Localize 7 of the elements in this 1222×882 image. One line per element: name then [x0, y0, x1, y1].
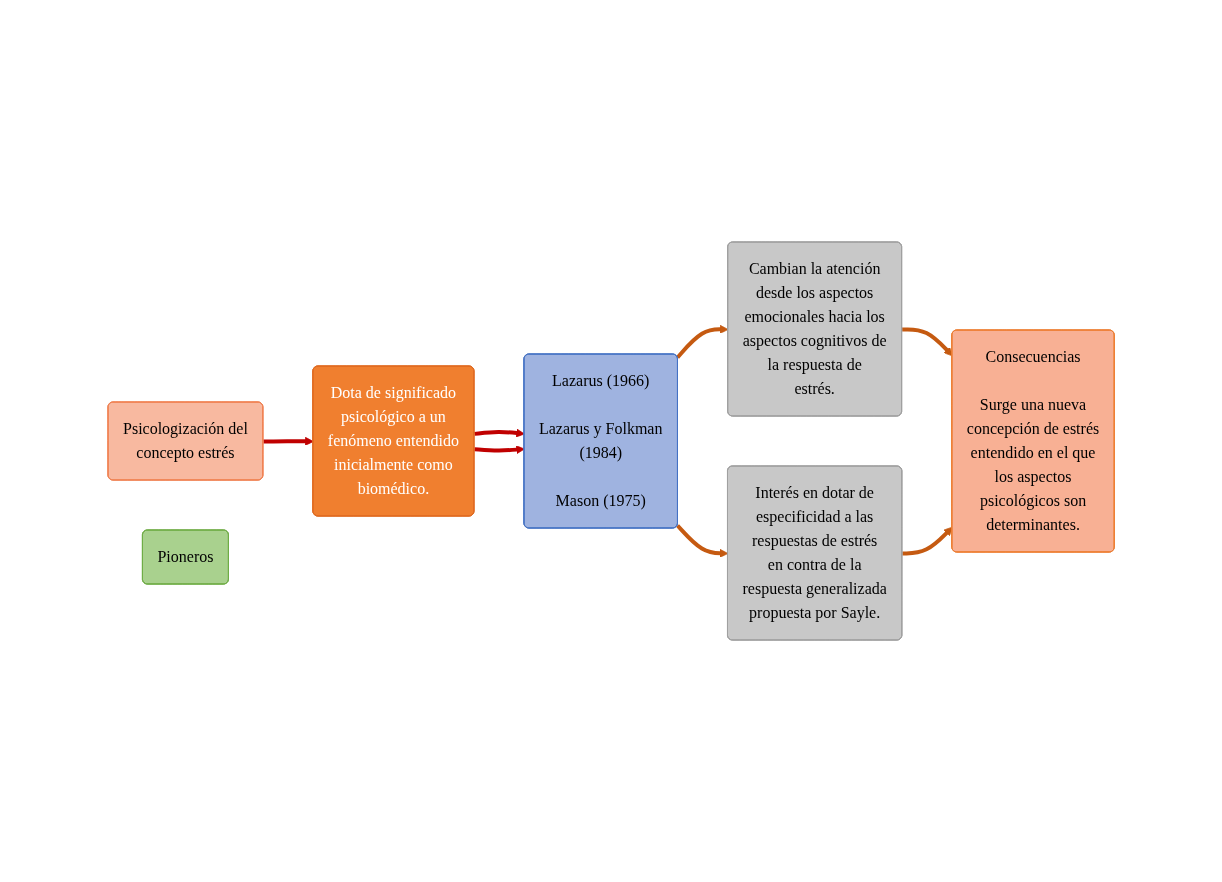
arrow: [675, 524, 729, 558]
arrow: [263, 436, 314, 446]
arrow: [474, 445, 525, 455]
arrow: [675, 324, 729, 359]
arrow: [902, 526, 953, 556]
arrow: [901, 327, 953, 357]
arrow: [474, 428, 525, 438]
